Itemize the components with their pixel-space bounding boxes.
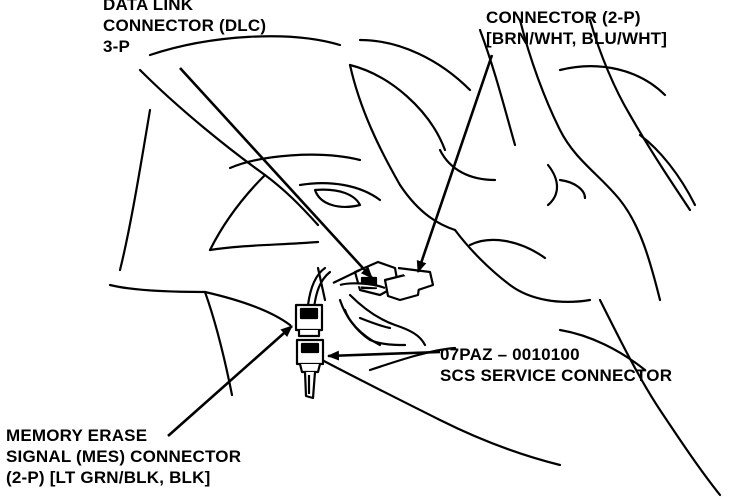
wire-harness — [306, 266, 427, 347]
scs-leader-line — [327, 350, 441, 361]
leader-lines — [167, 54, 494, 437]
mes-label: MEMORY ERASE SIGNAL (MES) CONNECTOR (2-P… — [6, 425, 241, 488]
dlc-label-line1: DATA LINK — [103, 0, 194, 14]
connector-2p-label-line2: [BRN/WHT, BLU/WHT] — [486, 29, 668, 48]
mes-label-line3: (2-P) [LT GRN/BLK, BLK] — [6, 468, 211, 487]
mes-leader-line — [167, 325, 293, 437]
dashboard-outline — [108, 18, 722, 497]
scs-label-line1: 07PAZ – 0010100 — [440, 345, 580, 364]
scs-label-line2: SCS SERVICE CONNECTOR — [440, 366, 673, 385]
dlc-label-line2: CONNECTOR (DLC) — [103, 16, 267, 35]
dlc-label-line3: 3-P — [103, 37, 131, 56]
mes-connector — [294, 303, 324, 338]
mes-label-line1: MEMORY ERASE — [6, 426, 148, 445]
mes-label-line2: SIGNAL (MES) CONNECTOR — [6, 447, 242, 466]
connector-2p-label: CONNECTOR (2-P) [BRN/WHT, BLU/WHT] — [486, 7, 667, 49]
dlc-label: DATA LINK CONNECTOR (DLC) 3-P — [103, 0, 266, 57]
dlc-leader-line — [179, 67, 373, 279]
scs-label: 07PAZ – 0010100 SCS SERVICE CONNECTOR — [440, 344, 672, 386]
scs-service-connector — [295, 338, 325, 400]
connector-cluster — [332, 260, 435, 302]
connector-2p-leader-line — [416, 54, 494, 273]
connector-2p-label-line1: CONNECTOR (2-P) — [486, 8, 641, 27]
